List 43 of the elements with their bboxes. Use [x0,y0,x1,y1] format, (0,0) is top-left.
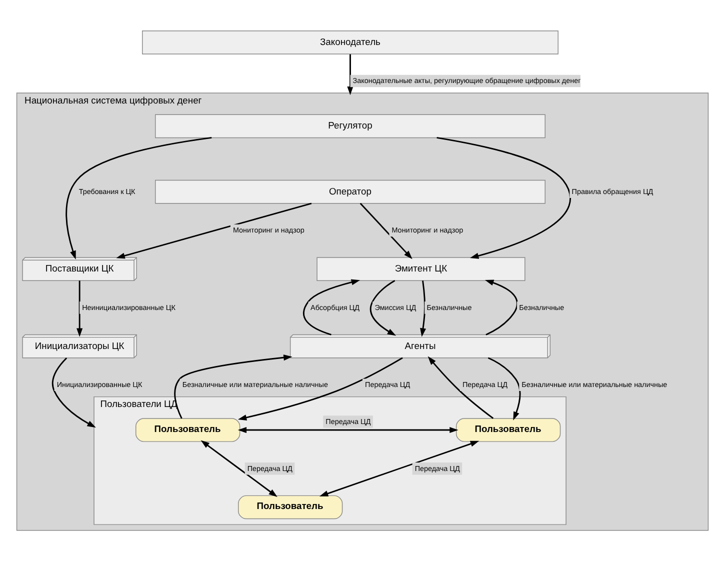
edge-label: Мониторинг и надзор [392,225,464,234]
node-box: Пользователь [136,418,240,442]
arrow [319,440,480,496]
arrow [174,354,292,418]
arrow [370,280,396,336]
edge-label: Передача ЦД [365,380,410,389]
edge-label: Передача ЦД [326,416,371,426]
arrow [428,356,494,418]
edge-label: Эмиссия ЦД [374,302,416,312]
arrow [66,136,212,259]
edge-label: Безналичные [426,302,472,312]
arrow [347,54,354,95]
arrow [116,202,312,258]
edge-label: Безналичные [519,302,564,312]
arrow [238,426,458,433]
edge-label: Безналичные или материальные наличные [182,380,328,389]
edge-label: Мониторинг и надзор [232,225,304,234]
node-box: Пользователь [238,494,343,519]
arrow [76,280,83,336]
arrow [436,136,571,258]
edge-label: Инициализированные ЦК [56,380,142,389]
node-box: Эмитент ЦК [316,256,526,280]
node-box: Оператор [155,179,546,204]
arrow [52,356,96,428]
edge-label: Передача ЦД [414,463,460,472]
edge-label: Неинициализированные ЦК [82,302,176,312]
edge-label: Передача ЦД [247,463,292,472]
node-box: Законодатель [142,30,558,54]
arrow [360,202,412,259]
arrow [238,356,403,420]
edge-label: Правила обращения ЦД [572,186,654,196]
arrow [200,440,278,496]
edge-label: Передача ЦД [462,380,508,389]
arrow [484,279,518,335]
edge-label: Абсорбция ЦД [310,302,360,312]
edge-label: Безналичные или материальные наличные [522,380,668,389]
arrow [420,280,426,336]
edge-label: Требования к ЦК [78,186,136,196]
node-box: Регулятор [155,114,546,138]
node-box: Пользователь [456,418,561,442]
arrow [488,356,521,420]
edge-label: Законодательные акты, регулирующие обращение цифровых денег [352,76,581,85]
arrow [302,278,360,335]
